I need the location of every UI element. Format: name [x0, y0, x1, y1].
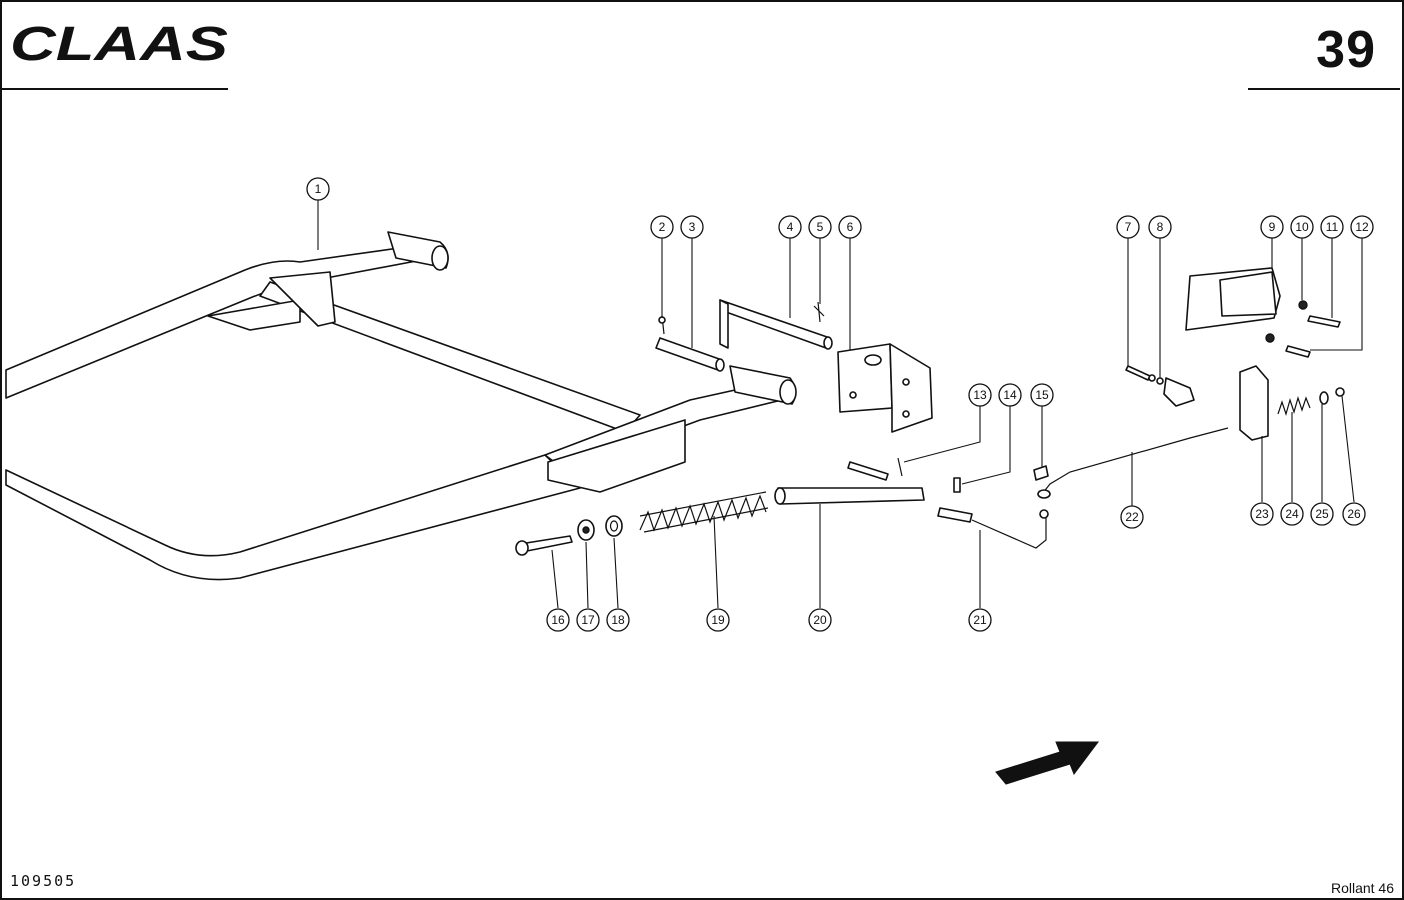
svg-text:6: 6 [847, 220, 854, 234]
page-number-rule [1248, 88, 1400, 90]
svg-text:21: 21 [973, 613, 987, 627]
svg-text:4: 4 [787, 220, 794, 234]
svg-text:19: 19 [711, 613, 725, 627]
svg-text:18: 18 [611, 613, 625, 627]
svg-text:20: 20 [813, 613, 827, 627]
model-name: Rollant 46 [1330, 880, 1394, 896]
callout-3: 3 [680, 215, 704, 239]
svg-text:5: 5 [817, 220, 824, 234]
svg-text:26: 26 [1347, 507, 1361, 521]
callout-16: 16 [546, 608, 570, 632]
callout-11: 11 [1320, 215, 1344, 239]
part-plate-9 [1185, 267, 1341, 358]
svg-text:14: 14 [1003, 388, 1017, 402]
callout-20: 20 [808, 608, 832, 632]
leader-lines [317, 200, 1363, 609]
svg-text:8: 8 [1157, 220, 1164, 234]
svg-text:9: 9 [1269, 220, 1276, 234]
callout-1: 1 [306, 177, 330, 201]
drawing-id: 109505 [10, 872, 77, 890]
svg-text:24: 24 [1285, 507, 1299, 521]
callout-6: 6 [838, 215, 862, 239]
part-small-pins [897, 457, 1049, 493]
svg-text:22: 22 [1125, 510, 1139, 524]
logo-rule [0, 88, 228, 90]
part-rod-20 [774, 461, 925, 505]
svg-text:17: 17 [581, 613, 595, 627]
part-bolt-16 [515, 515, 623, 556]
part-frame [5, 231, 797, 581]
page-number: 39 [1316, 21, 1376, 79]
callout-2: 2 [650, 215, 674, 239]
part-bracket-23 [1239, 365, 1345, 441]
svg-text:15: 15 [1035, 388, 1049, 402]
part-rod-22 [1037, 427, 1229, 499]
callout-14: 14 [998, 383, 1022, 407]
arrow-right-icon [995, 741, 1099, 785]
callout-25: 25 [1310, 502, 1334, 526]
svg-text:3: 3 [689, 220, 696, 234]
claas-logo: CLAAS [10, 18, 228, 68]
logo-text: CLAAS [10, 18, 228, 68]
callout-19: 19 [706, 608, 730, 632]
callout-18: 18 [606, 608, 630, 632]
part-pin-4 [719, 299, 833, 350]
callout-8: 8 [1148, 215, 1172, 239]
svg-text:1: 1 [315, 182, 322, 196]
svg-text:12: 12 [1355, 220, 1369, 234]
callout-5: 5 [808, 215, 832, 239]
callout-12: 12 [1350, 215, 1374, 239]
part-bracket-6 [837, 343, 933, 433]
callout-15: 15 [1030, 383, 1054, 407]
svg-text:16: 16 [551, 613, 565, 627]
svg-text:2: 2 [659, 220, 666, 234]
svg-text:23: 23 [1255, 507, 1269, 521]
callout-22: 22 [1120, 505, 1144, 529]
callout-24: 24 [1280, 502, 1304, 526]
svg-text:13: 13 [973, 388, 987, 402]
part-link-21 [937, 507, 1049, 549]
callout-7: 7 [1116, 215, 1140, 239]
part-spring-19 [639, 491, 769, 533]
svg-text:7: 7 [1125, 220, 1132, 234]
callout-23: 23 [1250, 502, 1274, 526]
callout-13: 13 [968, 383, 992, 407]
callout-26: 26 [1342, 502, 1366, 526]
callout-21: 21 [968, 608, 992, 632]
callout-17: 17 [576, 608, 600, 632]
svg-text:10: 10 [1295, 220, 1309, 234]
callout-4: 4 [778, 215, 802, 239]
svg-text:25: 25 [1315, 507, 1329, 521]
svg-text:11: 11 [1326, 220, 1339, 234]
part-pin-3 [655, 315, 725, 372]
callout-10: 10 [1290, 215, 1314, 239]
callout-9: 9 [1260, 215, 1284, 239]
